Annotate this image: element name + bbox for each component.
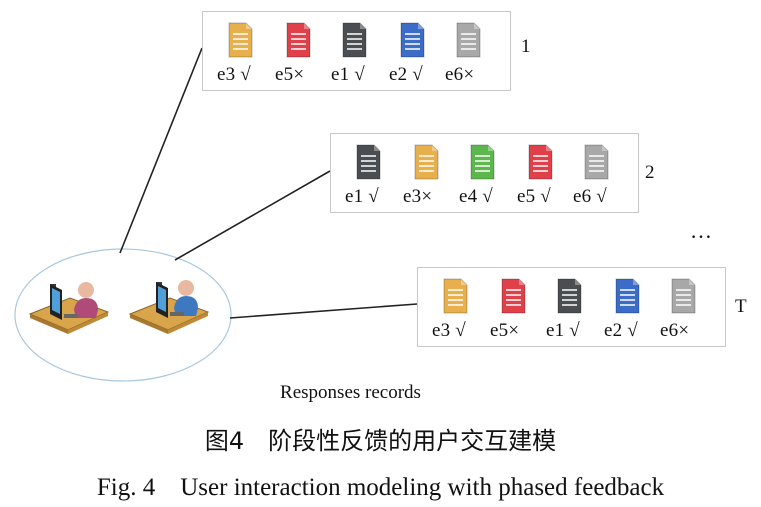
- figure-caption-english: Fig. 4 User interaction modeling with ph…: [96, 474, 665, 501]
- entity-feedback-label: e6×: [660, 320, 690, 341]
- response-record-panel-2: e1 √ e3× e4 √ e5 √ e6 √: [330, 133, 639, 213]
- document-icon: [283, 22, 313, 58]
- entity-feedback-label: e6 √: [573, 186, 607, 207]
- entity-feedback-label: e1 √: [331, 64, 365, 85]
- connector-line-2: [174, 170, 331, 261]
- entity-feedback-label: e3 √: [432, 320, 466, 341]
- entity-feedback-label: e1 √: [546, 320, 580, 341]
- entity-feedback-label: e2 √: [389, 64, 423, 85]
- entity-feedback-label: e2 √: [604, 320, 638, 341]
- document-icon: [554, 278, 584, 314]
- document-icon: [339, 22, 369, 58]
- document-icon: [453, 22, 483, 58]
- document-icon: [411, 144, 441, 180]
- connector-line-3: [229, 303, 418, 319]
- round-label-2: 2: [645, 162, 655, 183]
- entity-feedback-label: e6×: [445, 64, 475, 85]
- response-record-panel-T: e3 √ e5× e1 √ e2 √ e6×: [417, 267, 726, 347]
- round-label-1: 1: [521, 36, 531, 57]
- figure-caption-chinese: 图4 阶段性反馈的用户交互建模: [204, 427, 557, 455]
- document-icon: [525, 144, 555, 180]
- entity-feedback-label: e5×: [490, 320, 520, 341]
- entity-feedback-label: e5 √: [517, 186, 551, 207]
- connector-line-1: [119, 47, 203, 254]
- user-group-ellipse: [14, 248, 232, 382]
- user-at-computer-icon: [28, 282, 110, 334]
- entity-feedback-label: e3 √: [217, 64, 251, 85]
- round-label-T: T: [735, 296, 747, 317]
- user-at-computer-icon: [128, 280, 210, 334]
- document-icon: [612, 278, 642, 314]
- document-icon: [467, 144, 497, 180]
- response-record-panel-1: e3 √ e5× e1 √ e2 √ e6×: [202, 11, 511, 91]
- document-icon: [353, 144, 383, 180]
- ellipsis: …: [690, 218, 712, 243]
- entity-feedback-label: e5×: [275, 64, 305, 85]
- document-icon: [581, 144, 611, 180]
- entity-feedback-label: e1 √: [345, 186, 379, 207]
- document-icon: [225, 22, 255, 58]
- entity-feedback-label: e4 √: [459, 186, 493, 207]
- document-icon: [498, 278, 528, 314]
- document-icon: [440, 278, 470, 314]
- responses-records-label: Responses records: [280, 382, 421, 403]
- document-icon: [397, 22, 427, 58]
- document-icon: [668, 278, 698, 314]
- entity-feedback-label: e3×: [403, 186, 433, 207]
